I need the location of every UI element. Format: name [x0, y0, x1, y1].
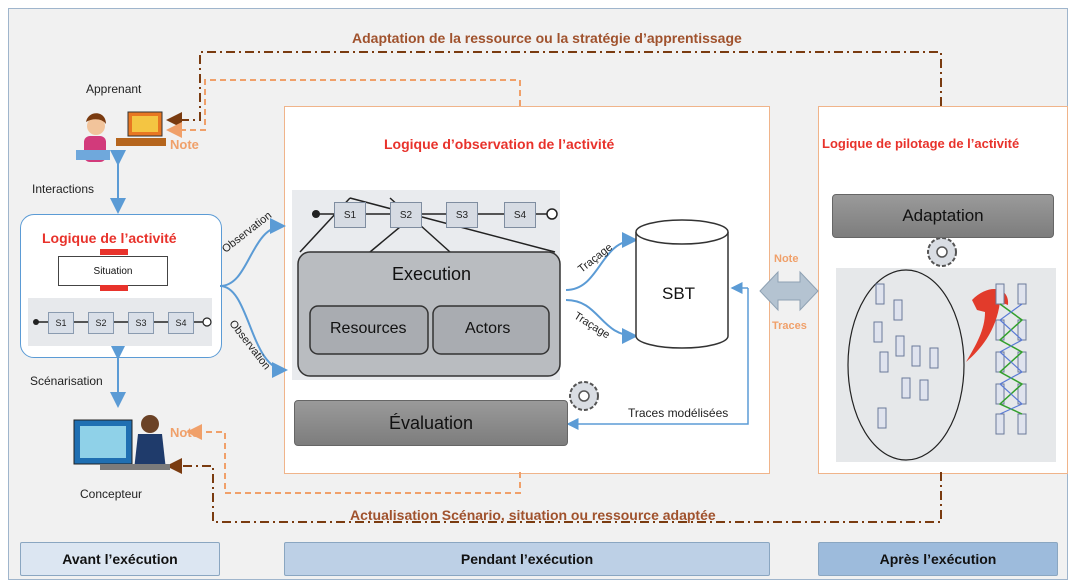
actualisation-loop-line: [166, 458, 942, 523]
phase-after-label: Après l’exécution: [879, 551, 997, 567]
phase-during-label: Pendant l’exécution: [460, 551, 594, 567]
tracage-curve-top: [565, 232, 638, 291]
actualisation-banner: Actualisation Scénario, situation ou res…: [350, 507, 716, 523]
obs-step-1: S1: [334, 202, 366, 228]
situation-bar-top: [100, 249, 128, 255]
learner-label: Apprenant: [86, 82, 142, 96]
activity-step-1-label: S1: [55, 318, 67, 328]
activity-step-3: S3: [128, 312, 154, 334]
traces-modelisees-label: Traces modélisées: [628, 406, 729, 420]
activity-step-1: S1: [48, 312, 74, 334]
traces-modelisees-line: [566, 288, 749, 430]
designer-label: Concepteur: [80, 487, 143, 501]
gear-icon-adaptation: [927, 237, 957, 267]
adaptation-label: Adaptation: [902, 206, 984, 225]
note-learner-line: [166, 79, 521, 138]
obs-step-1-label: S1: [343, 209, 357, 221]
activity-step-3-label: S3: [135, 318, 147, 328]
activity-title: Logique de l’activité: [42, 230, 177, 246]
phase-after: Après l’exécution: [818, 542, 1058, 576]
note-designer-label: Note: [170, 425, 199, 440]
learner-illustration: [76, 111, 166, 162]
note-traces-double-arrow: [759, 270, 819, 312]
execution-label: Execution: [392, 264, 472, 284]
activity-step-4: S4: [168, 312, 194, 334]
arrow-traces-label: Traces: [772, 320, 807, 332]
adaptation-loop-line: [166, 51, 942, 128]
phase-before: Avant l’exécution: [20, 542, 220, 576]
tracage-curve-bottom: [565, 299, 638, 344]
evaluation-label: Évaluation: [388, 412, 474, 433]
phase-during: Pendant l’exécution: [284, 542, 770, 576]
note-designer-line: [186, 424, 521, 494]
obs-step-3: S3: [446, 202, 478, 228]
sbt-database: [635, 219, 729, 349]
obs-step-2: S2: [390, 202, 422, 228]
observation-curve-top: [219, 218, 286, 287]
phase-before-label: Avant l’exécution: [62, 551, 178, 567]
observation-curve-bottom: [219, 285, 288, 378]
situation-label: Situation: [93, 265, 133, 277]
designer-illustration: [73, 415, 170, 470]
actors-label: Actors: [465, 320, 511, 337]
situation-bar-bottom: [100, 285, 128, 291]
obs-step-2-label: S2: [399, 209, 413, 221]
actors-box: [432, 305, 550, 355]
observation-title: Logique d’observation de l’activité: [384, 136, 615, 152]
obs-step-4-label: S4: [513, 209, 527, 221]
activity-step-2: S2: [88, 312, 114, 334]
evaluation-box: Évaluation: [294, 400, 568, 446]
resources-label: Resources: [330, 320, 407, 337]
adaptation-banner: Adaptation de la ressource ou la stratég…: [352, 30, 742, 46]
gear-icon-evaluation: [569, 381, 599, 411]
sbt-label: SBT: [662, 284, 696, 303]
obs-step-3-label: S3: [455, 209, 469, 221]
pilotage-title: Logique de pilotage de l’activité: [822, 136, 1020, 151]
note-learner-label: Note: [170, 137, 199, 152]
scenarisation-label: Scénarisation: [30, 374, 103, 388]
activity-step-2-label: S2: [95, 318, 107, 328]
activity-step-4-label: S4: [175, 318, 187, 328]
arrow-note-label: Note: [774, 253, 799, 265]
situation-box: Situation: [58, 256, 168, 286]
adaptation-box: Adaptation: [832, 194, 1054, 238]
interactions-label: Interactions: [32, 182, 95, 196]
obs-step-4: S4: [504, 202, 536, 228]
resources-box: [309, 305, 429, 355]
